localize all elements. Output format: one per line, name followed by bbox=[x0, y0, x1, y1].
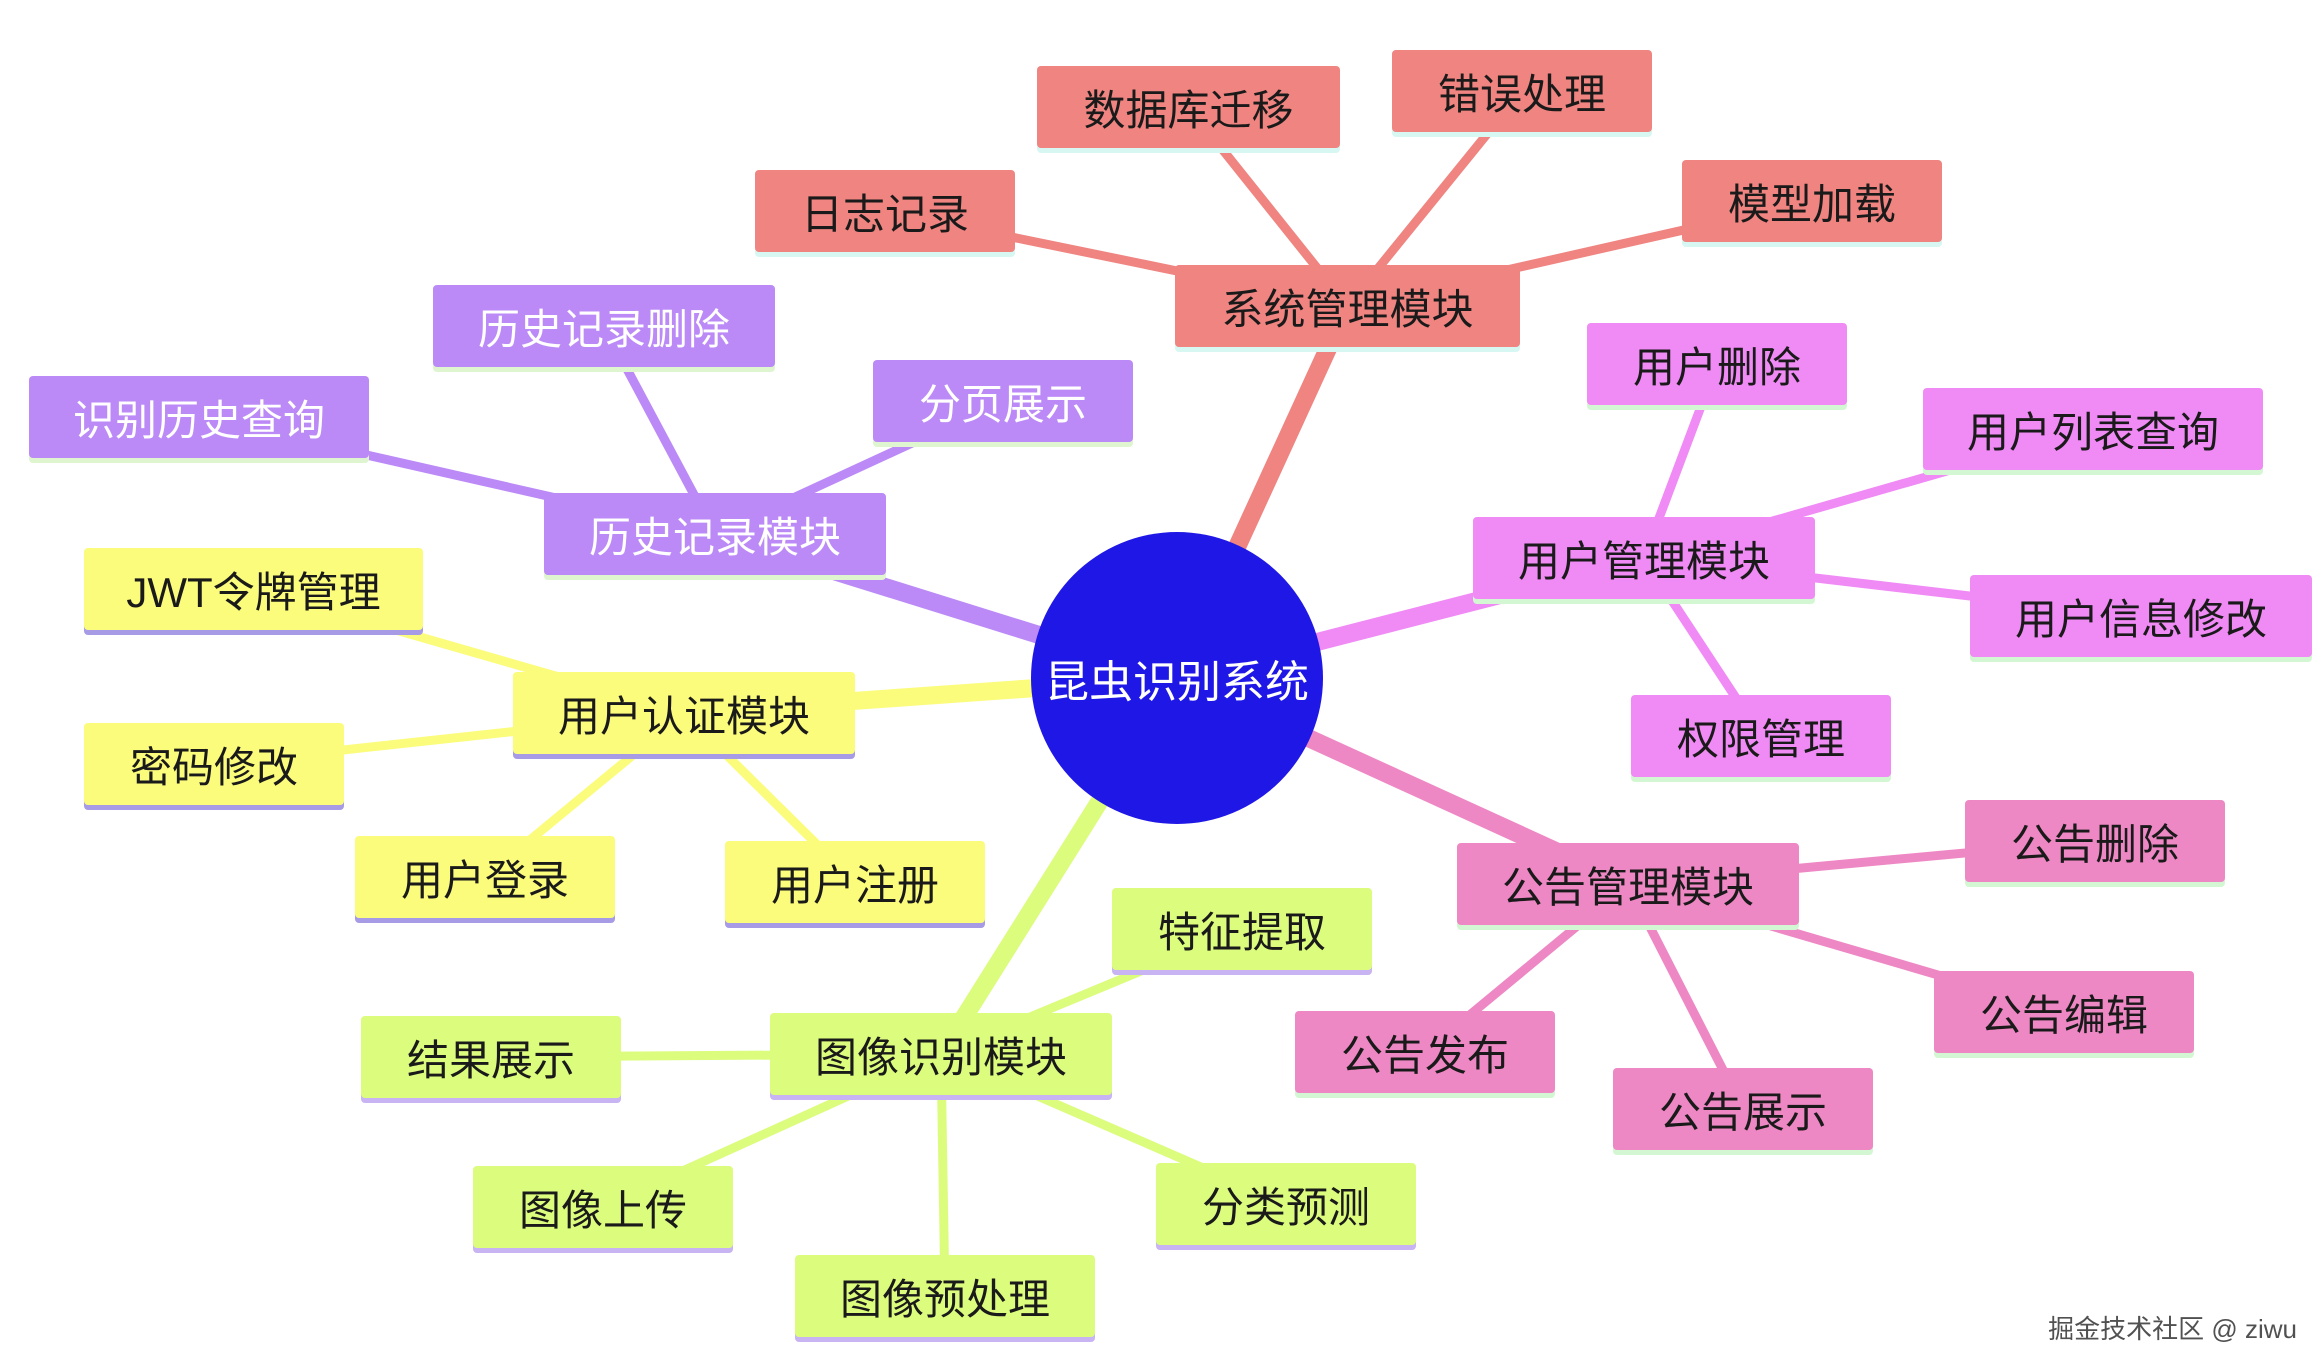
leaf-jwt-token-management[interactable]: JWT令牌管理 bbox=[84, 548, 423, 630]
leaf-recognition-history-query[interactable]: 识别历史查询 bbox=[29, 376, 369, 458]
leaf-user-register[interactable]: 用户注册 bbox=[725, 841, 985, 923]
branch-notice-management[interactable]: 公告管理模块 bbox=[1457, 843, 1799, 925]
leaf-model-loading[interactable]: 模型加载 bbox=[1682, 160, 1942, 242]
leaf-history-delete[interactable]: 历史记录删除 bbox=[433, 285, 775, 367]
branch-history-records[interactable]: 历史记录模块 bbox=[544, 493, 886, 575]
leaf-log-record[interactable]: 日志记录 bbox=[755, 170, 1015, 252]
leaf-error-handling[interactable]: 错误处理 bbox=[1392, 50, 1652, 132]
leaf-password-change[interactable]: 密码修改 bbox=[84, 723, 344, 805]
branch-system-management[interactable]: 系统管理模块 bbox=[1175, 265, 1520, 347]
leaf-user-login[interactable]: 用户登录 bbox=[355, 836, 615, 918]
leaf-result-display[interactable]: 结果展示 bbox=[361, 1016, 621, 1098]
leaf-image-upload[interactable]: 图像上传 bbox=[473, 1166, 733, 1248]
leaf-pagination-display[interactable]: 分页展示 bbox=[873, 360, 1133, 442]
leaf-notice-edit[interactable]: 公告编辑 bbox=[1934, 971, 2194, 1053]
leaf-user-delete[interactable]: 用户删除 bbox=[1587, 323, 1847, 405]
leaf-notice-display[interactable]: 公告展示 bbox=[1613, 1068, 1873, 1150]
watermark: 掘金技术社区 @ ziwu bbox=[2048, 1314, 2297, 1344]
branch-user-management[interactable]: 用户管理模块 bbox=[1473, 517, 1815, 599]
leaf-permission-management[interactable]: 权限管理 bbox=[1631, 695, 1891, 777]
leaf-classification-prediction[interactable]: 分类预测 bbox=[1156, 1163, 1416, 1245]
branch-image-recognition[interactable]: 图像识别模块 bbox=[770, 1013, 1112, 1095]
leaf-db-migration[interactable]: 数据库迁移 bbox=[1037, 66, 1340, 148]
leaf-feature-extraction[interactable]: 特征提取 bbox=[1112, 888, 1372, 970]
leaf-notice-delete[interactable]: 公告删除 bbox=[1965, 800, 2225, 882]
leaf-user-list-query[interactable]: 用户列表查询 bbox=[1923, 388, 2263, 470]
root-node[interactable]: 昆虫识别系统 bbox=[1031, 532, 1323, 824]
leaf-user-info-edit[interactable]: 用户信息修改 bbox=[1970, 575, 2312, 657]
leaf-notice-publish[interactable]: 公告发布 bbox=[1295, 1011, 1555, 1093]
leaf-image-preprocessing[interactable]: 图像预处理 bbox=[795, 1255, 1095, 1337]
branch-user-authentication[interactable]: 用户认证模块 bbox=[513, 672, 855, 754]
